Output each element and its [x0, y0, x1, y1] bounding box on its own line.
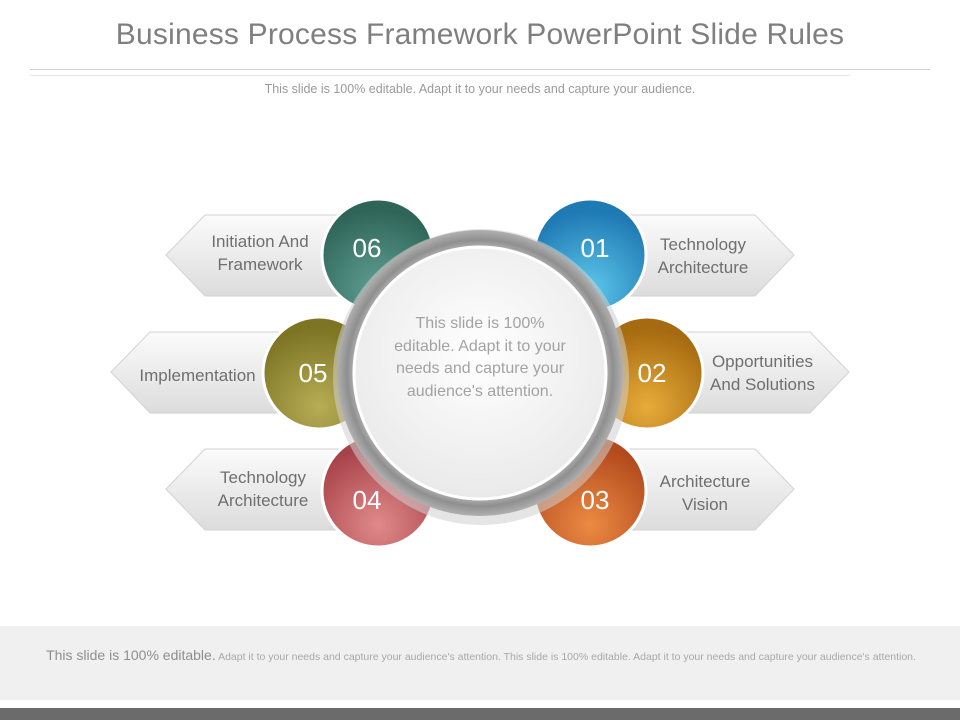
tab-06: [165, 214, 361, 297]
number-06: 06: [352, 233, 382, 263]
center-disc: [352, 245, 608, 501]
number-04: 04: [352, 485, 382, 515]
footer-rest: Adapt it to your needs and capture your …: [218, 651, 916, 663]
label-06: Initiation And Framework: [211, 232, 309, 274]
tab-05: [110, 331, 301, 414]
footer-lead: This slide is 100% editable.: [46, 647, 216, 663]
tab-04: [165, 448, 361, 531]
label-01: Technology Architecture: [657, 235, 749, 277]
footer-band: This slide is 100% editable. Adapt it to…: [0, 626, 960, 700]
label-03: Architecture Vision: [659, 472, 751, 514]
center-text: This slide is 100% editable. Adapt it to…: [394, 315, 566, 400]
label-05: Implementation: [139, 366, 256, 385]
footer-text: This slide is 100% editable. Adapt it to…: [36, 648, 926, 664]
slide-subtitle: This slide is 100% editable. Adapt it to…: [264, 82, 696, 96]
number-01: 01: [580, 233, 610, 263]
slide-title: Business Process Framework PowerPoint Sl…: [115, 18, 845, 51]
title-divider: [30, 69, 930, 70]
bottom-bar: [0, 708, 960, 720]
number-03: 03: [580, 485, 610, 515]
label-04: Technology Architecture: [217, 468, 309, 510]
number-05: 05: [298, 358, 328, 388]
number-02: 02: [637, 358, 667, 388]
label-02: Opportunities And Solutions: [710, 352, 815, 394]
title-divider-secondary: [30, 75, 850, 76]
